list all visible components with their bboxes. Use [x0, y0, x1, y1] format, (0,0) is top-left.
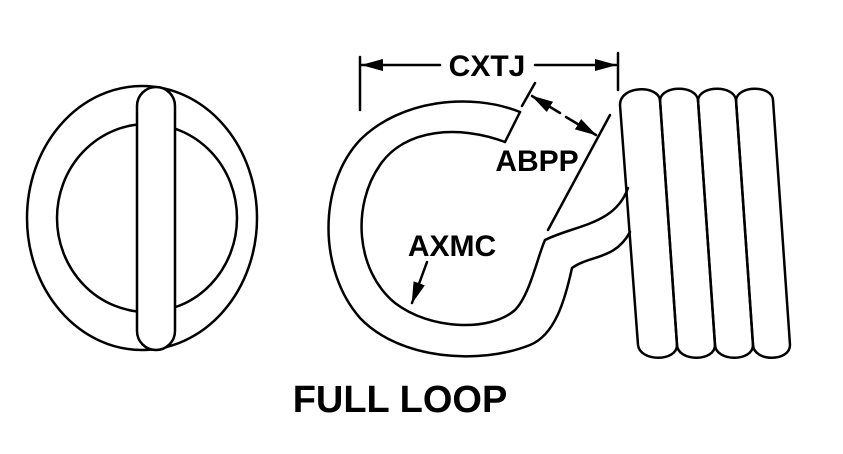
extension-line	[520, 81, 537, 108]
spring-coils	[618, 87, 792, 359]
dimension-arrow	[564, 115, 598, 137]
abpp-label: ABPP	[495, 145, 578, 178]
leader-arrow	[410, 260, 429, 305]
loop-inner-edge	[360, 130, 630, 327]
cxtj-label: CXTJ	[449, 50, 526, 83]
extension-line	[546, 113, 612, 232]
dimension-arrow	[530, 94, 562, 115]
cxtj-dimension: CXTJ	[358, 50, 620, 112]
caption: FULL LOOP	[293, 379, 508, 421]
loop-outer-edge	[327, 100, 632, 358]
loop-end-cut	[503, 110, 522, 144]
end-view	[25, 84, 259, 352]
end-view-loop-wire	[135, 85, 177, 352]
axmc-label: AXMC	[408, 230, 496, 263]
end-view-outer-circle	[25, 84, 259, 352]
abpp-dimension: ABPP	[495, 81, 612, 232]
coil	[734, 87, 792, 359]
side-view-loop	[327, 100, 632, 358]
axmc-dimension: AXMC	[408, 230, 496, 305]
